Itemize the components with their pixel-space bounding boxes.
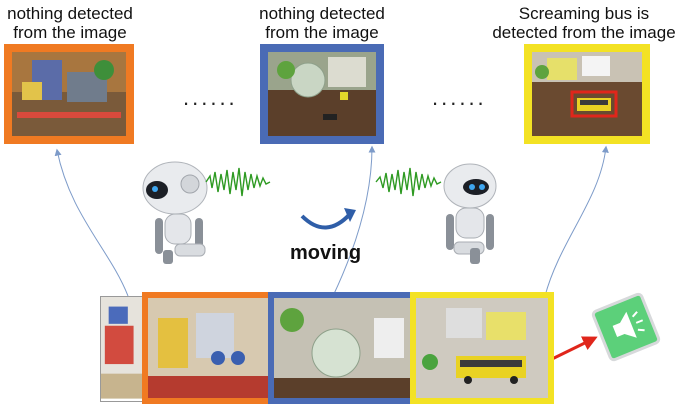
rotate-arrow-icon [300, 208, 356, 230]
frame-left-orange [4, 44, 134, 144]
bus-scene-image [532, 52, 642, 136]
sound-wave-icon [375, 167, 442, 197]
caption-right: Screaming bus is detected from the image [486, 4, 682, 42]
strip-panel-yellow [410, 292, 554, 404]
moving-label: moving [290, 242, 362, 264]
ellipsis-left: ...... [183, 85, 238, 110]
caption-left-line2: from the image [13, 23, 127, 42]
link-line-middle [332, 145, 376, 297]
terrarium-scene-image [268, 52, 376, 136]
caption-left-line1: nothing detected [7, 4, 133, 23]
toy-scene-image [101, 297, 147, 399]
link-line-left [54, 148, 129, 297]
frame-middle-blue [260, 44, 384, 144]
bus-scene-image [416, 298, 548, 398]
caption-right-line2: detected from the image [492, 23, 676, 42]
frame-right-yellow [524, 44, 650, 144]
speaker-icon [591, 292, 661, 362]
toy-scene-image [12, 52, 126, 136]
strip-panel-1 [100, 296, 148, 402]
link-line-right [544, 145, 609, 297]
caption-right-line1: Screaming bus is [518, 4, 650, 23]
caption-middle: nothing detected from the image [252, 4, 392, 42]
red-arrow [549, 336, 598, 362]
sound-wave-icon [205, 167, 271, 197]
terrarium-scene-image [274, 298, 410, 398]
ellipsis-right: ...... [432, 85, 487, 110]
caption-left: nothing detected from the image [0, 4, 140, 42]
toy-scene-image [148, 298, 268, 398]
robot-icon [142, 161, 208, 264]
caption-middle-line1: nothing detected [259, 4, 385, 23]
caption-middle-line2: from the image [265, 23, 379, 42]
robot-icon [443, 163, 497, 264]
